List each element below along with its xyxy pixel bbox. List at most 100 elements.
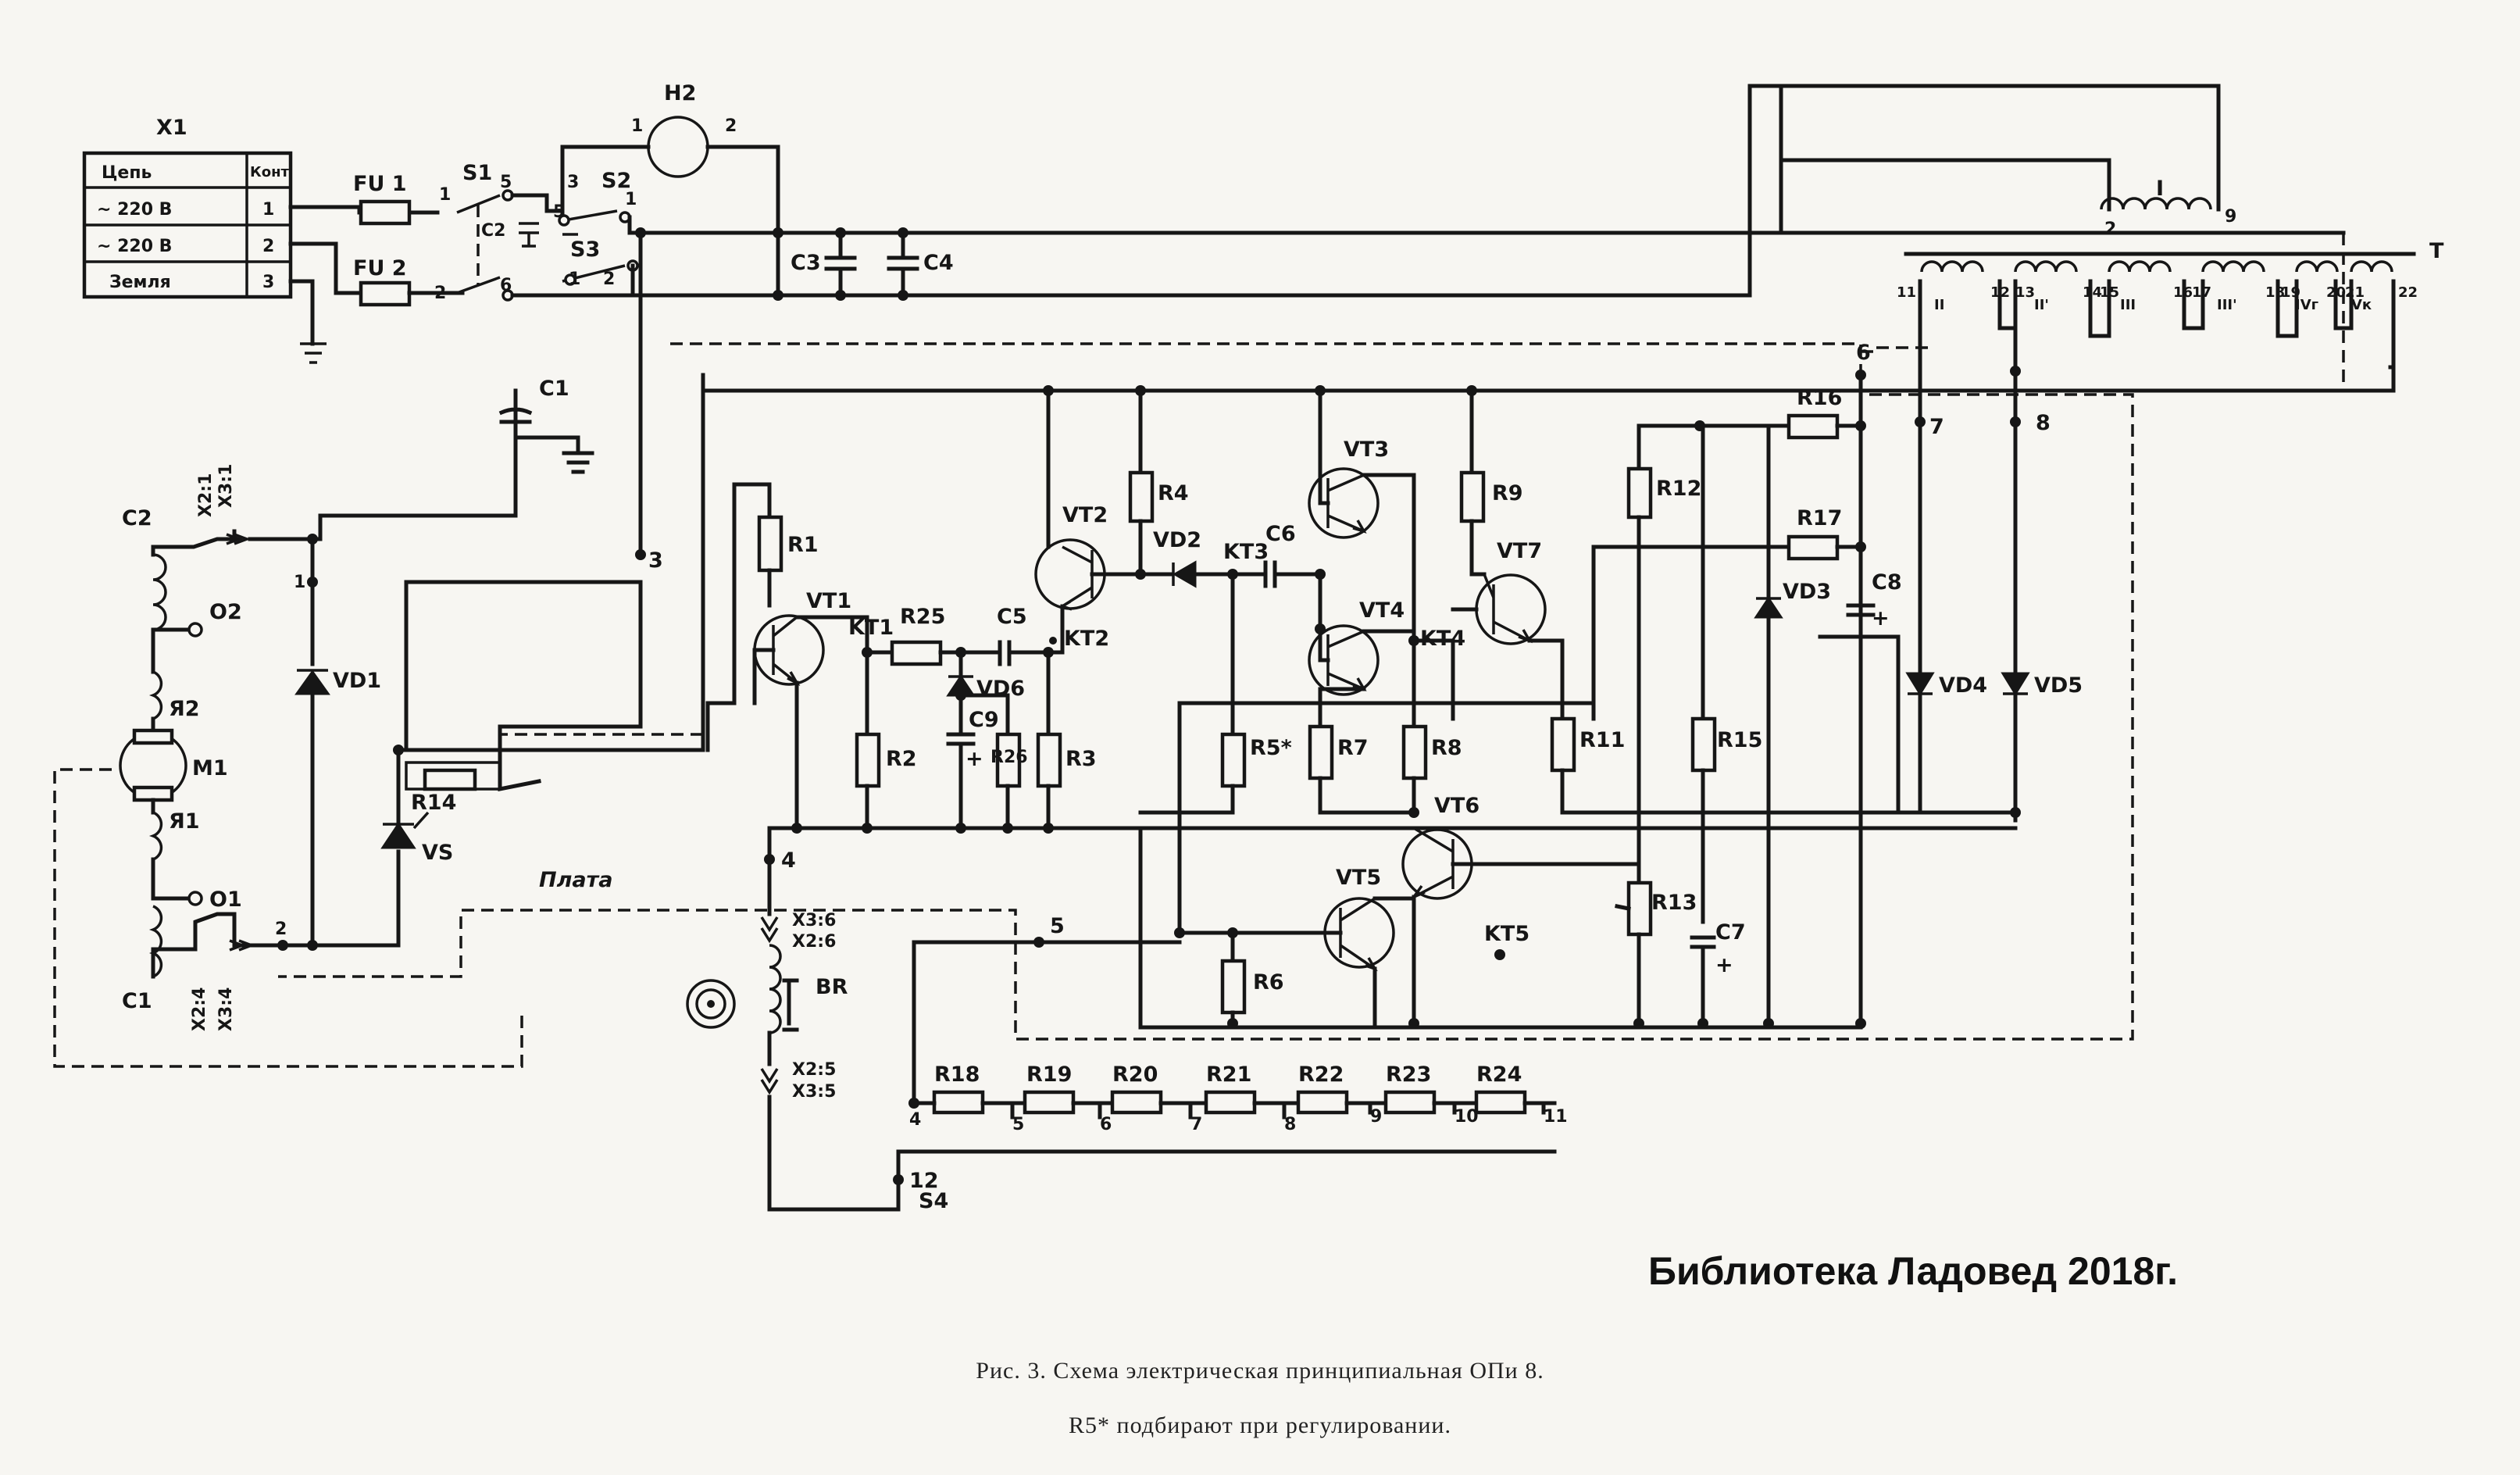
motor-o1-label: O1 — [209, 888, 242, 912]
winding-c1-icon — [148, 905, 163, 978]
svg-text:7: 7 — [1190, 1115, 1202, 1134]
svg-text:12: 12 — [909, 1169, 939, 1193]
svg-text:9: 9 — [1370, 1107, 1382, 1127]
r22-resistor — [1296, 1090, 1349, 1115]
r16-label: R16 — [1797, 386, 1842, 410]
kt1-label: KT1 — [848, 616, 894, 640]
svg-text:1: 1 — [569, 270, 580, 289]
motor-c2-label: C2 — [122, 506, 152, 530]
vt7-label: VT7 — [1497, 539, 1542, 563]
x1-row-2-circuit: ~ 220 В — [97, 237, 172, 256]
conn-x2-6: X2:6 — [792, 932, 836, 952]
s2-label: S2 — [601, 169, 631, 193]
r14-label: R14 — [411, 791, 456, 815]
svg-text:5: 5 — [1012, 1115, 1024, 1134]
r7-label: R7 — [1337, 736, 1369, 760]
tacho-disc-icon — [686, 979, 736, 1029]
r22-label: R22 — [1298, 1062, 1344, 1087]
transformer-t: T 11 12 13 14 15 16 17 18 19 20 21 22 II… — [701, 239, 2444, 823]
svg-text:6: 6 — [1100, 1115, 1112, 1134]
r3-resistor — [1036, 732, 1062, 788]
r14-resistor — [423, 768, 477, 791]
r2-label: R2 — [886, 747, 917, 771]
r4-resistor — [1128, 470, 1155, 523]
r12-label: R12 — [1656, 477, 1701, 501]
thyristor-branch: 1 VD1 2 VS R14 3 — [248, 373, 705, 951]
r19-label: R19 — [1026, 1062, 1072, 1087]
br-label: BR — [816, 975, 848, 999]
x1-title: X1 — [156, 116, 187, 140]
x1-row-1-contact: 1 — [262, 200, 274, 220]
svg-text:3: 3 — [567, 173, 579, 192]
r11-label: R11 — [1579, 728, 1625, 752]
svg-text:III': III' — [2217, 297, 2237, 313]
svg-text:10: 10 — [1455, 1107, 1479, 1127]
vd4-label: VD4 — [1939, 673, 1987, 698]
vt6-label: VT6 — [1434, 794, 1480, 818]
conn-x2-4: X2:4 — [190, 988, 209, 1031]
svg-text:14: 14 — [2083, 284, 2102, 301]
svg-text:1: 1 — [625, 190, 637, 209]
vt5-label: VT5 — [1336, 866, 1381, 890]
r24-resistor — [1474, 1090, 1527, 1115]
r18-resistor — [932, 1090, 985, 1115]
vd6-c9-r26: VD6 C9 + R26 — [946, 647, 1028, 834]
svg-text:1: 1 — [439, 185, 451, 205]
primary-winding-icon — [2100, 197, 2212, 210]
motor-o2-label: O2 — [209, 600, 242, 624]
svg-text:6: 6 — [500, 276, 512, 295]
r3-label: R3 — [1065, 747, 1097, 771]
r4-label: R4 — [1158, 481, 1189, 505]
x1-row-1-circuit: ~ 220 В — [97, 200, 172, 220]
r15-label: R15 — [1717, 728, 1762, 752]
board-label: Плата — [539, 868, 612, 892]
x1-header-circuit: Цепь — [102, 163, 152, 183]
vt7-stage: R9 VT7 R11 — [1451, 388, 2018, 815]
vd1-label: VD1 — [333, 669, 381, 693]
conn-x3-4: X3:4 — [216, 988, 236, 1031]
winding-ya1-icon — [148, 811, 163, 861]
conn-x2-1: X2:1 — [196, 473, 216, 517]
fuse-fu2 — [359, 280, 412, 307]
svg-text:+: + — [966, 747, 983, 771]
lamp-h2-icon — [647, 116, 709, 178]
m1-label: M1 — [192, 756, 228, 780]
r12-resistor — [1626, 466, 1653, 520]
r9-resistor — [1459, 470, 1486, 523]
c7-label: C7 — [1715, 920, 1746, 945]
svg-text:2: 2 — [725, 116, 737, 136]
vd5-diode-icon — [2001, 672, 2030, 696]
vt3-vt4-stage: VT3 VT4 KT4 R7 R8 — [1308, 388, 1465, 818]
vt4-transistor-icon — [1308, 624, 1380, 696]
c8-label: C8 — [1872, 570, 1902, 595]
h2-label: H2 — [664, 81, 696, 105]
svg-text:IVг: IVг — [2295, 297, 2318, 313]
vt7-transistor-icon — [1475, 573, 1547, 645]
r21-resistor — [1204, 1090, 1257, 1115]
secondary-windings-icon — [1920, 260, 2393, 273]
vd3-label: VD3 — [1783, 580, 1831, 604]
r1-label: R1 — [787, 533, 819, 557]
vd1-diode-icon — [294, 670, 330, 695]
svg-text:2: 2 — [275, 920, 287, 939]
c2-label: C2 — [481, 221, 505, 241]
kt5-label: KT5 — [1484, 922, 1529, 946]
vt3-transistor-icon — [1308, 467, 1380, 539]
output-network: R16 R12 R17 VD3 C8 + R15 C7 + R13 — [1227, 386, 1902, 1029]
svg-text:1: 1 — [294, 573, 305, 592]
vd2-diode-icon — [1172, 560, 1197, 588]
r8-resistor — [1401, 724, 1428, 780]
c6-label: C6 — [1265, 522, 1296, 546]
r17-resistor — [1786, 534, 1840, 561]
vs-thyristor-icon — [380, 822, 416, 849]
x1-row-3-circuit: Земля — [109, 273, 171, 292]
svg-text:11: 11 — [1544, 1107, 1568, 1127]
s3-label: S3 — [570, 238, 600, 262]
r25-label: R25 — [900, 605, 945, 629]
svg-text:2: 2 — [434, 284, 446, 303]
kt2-label: KT2 — [1064, 627, 1109, 651]
fu2-label: FU 2 — [353, 256, 407, 280]
x1-header-contact: Конт — [250, 164, 290, 180]
svg-text:13: 13 — [2015, 284, 2035, 301]
svg-text:4: 4 — [781, 848, 796, 873]
